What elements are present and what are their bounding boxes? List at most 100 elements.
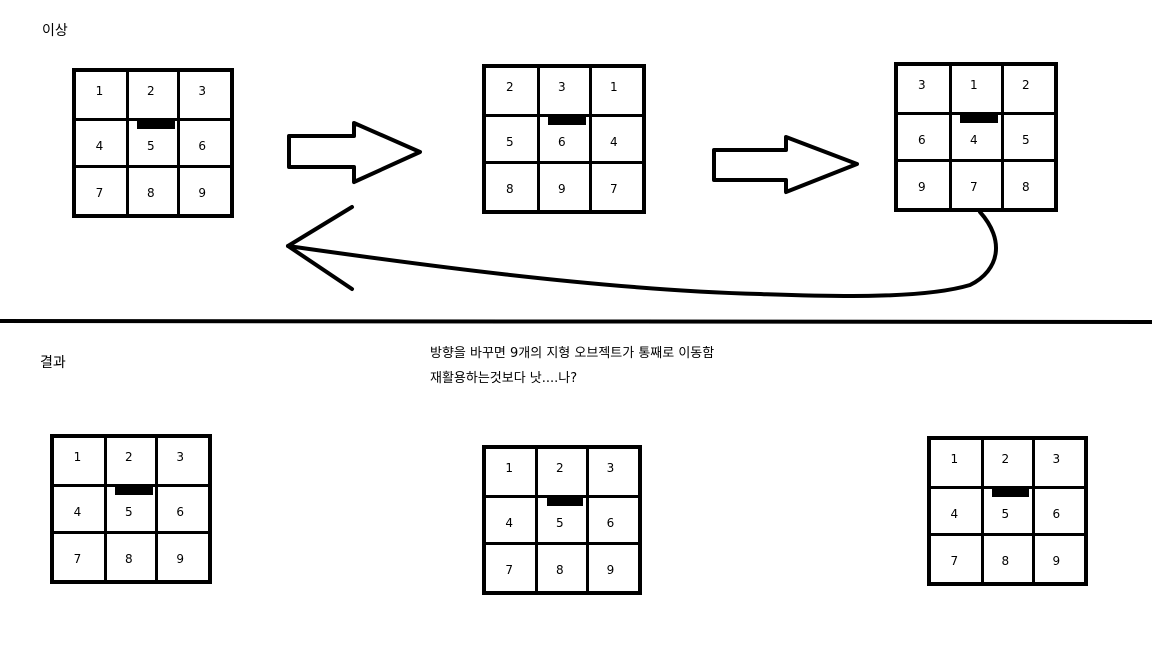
grid-cell-number: 1 <box>970 77 978 92</box>
return-arrow-head <box>286 205 354 291</box>
grid-cell-number: 3 <box>558 79 566 94</box>
grid-cell-number: 8 <box>125 552 133 567</box>
right-arrow-2 <box>712 135 859 194</box>
grid-cell-number: 9 <box>606 563 615 578</box>
grid-vertical-line <box>1000 66 1004 208</box>
return-arrow-curve <box>286 210 998 299</box>
grid-cell-number: 2 <box>125 449 133 464</box>
grid-vertical-line <box>948 66 952 208</box>
grid-cell-number: 6 <box>198 139 206 153</box>
grid-cell-number: 9 <box>176 552 184 567</box>
grid-vertical-line <box>1031 440 1035 582</box>
center-bar-marker <box>115 487 153 496</box>
grid-cell-number: 3 <box>606 460 615 475</box>
ideal-grid-2: 2 3 1 5 6 4 8 9 7 <box>482 64 646 214</box>
section-divider <box>0 319 1152 324</box>
ideal-label: 이상 <box>42 23 68 39</box>
grid-horizontal-line <box>486 113 642 117</box>
result-grid-2: 1 2 3 4 5 6 7 8 9 <box>482 445 642 595</box>
grid-cell-number: 9 <box>1052 554 1061 569</box>
grid-horizontal-line <box>898 111 1054 115</box>
grid-cell-number: 1 <box>73 449 82 464</box>
result-grid-3: 1 2 3 4 5 6 7 8 9 <box>927 436 1088 586</box>
grid-cell-number: 6 <box>558 135 566 149</box>
grid-cell-number: 7 <box>950 554 959 569</box>
grid-horizontal-line <box>931 533 1084 537</box>
grid-vertical-line <box>536 68 540 210</box>
grid-cell-number: 5 <box>1022 133 1030 147</box>
note-line-1: 방향을 바꾸면 9개의 지형 오브젝트가 통째로 이동함 <box>430 346 715 361</box>
grid-horizontal-line <box>486 494 638 498</box>
grid-vertical-line <box>125 72 129 214</box>
grid-cell-number: 8 <box>556 563 564 578</box>
grid-cell-number: 4 <box>950 507 959 521</box>
grid-cell-number: 6 <box>176 505 184 519</box>
grid-cell-number: 3 <box>1052 451 1061 466</box>
grid-cell-number: 1 <box>95 83 104 98</box>
grid-cell-number: 7 <box>95 186 104 201</box>
center-bar-marker <box>137 121 175 130</box>
grid-cell-number: 3 <box>198 83 206 98</box>
grid-horizontal-line <box>486 542 638 546</box>
center-bar-marker <box>546 498 584 507</box>
grid-cell-number: 2 <box>506 79 514 94</box>
grid-cell-number: 2 <box>556 460 564 475</box>
grid-horizontal-line <box>54 483 208 487</box>
grid-horizontal-line <box>486 161 642 165</box>
grid-cell-number: 7 <box>505 563 513 578</box>
grid-cell-number: 6 <box>606 516 615 530</box>
grid-vertical-line <box>588 68 592 210</box>
grid-vertical-line <box>980 440 984 582</box>
center-bar-marker <box>548 117 586 126</box>
result-label: 결과 <box>40 355 66 371</box>
grid-vertical-line <box>535 449 539 591</box>
grid-cell-number: 1 <box>610 79 618 94</box>
grid-horizontal-line <box>898 159 1054 163</box>
grid-vertical-line <box>155 438 159 580</box>
grid-cell-number: 8 <box>506 182 514 197</box>
center-bar-marker <box>992 489 1029 498</box>
grid-horizontal-line <box>76 165 230 169</box>
grid-horizontal-line <box>54 531 208 535</box>
grid-cell-number: 2 <box>147 83 155 98</box>
grid-cell-number: 7 <box>970 180 978 195</box>
grid-cell-number: 2 <box>1022 77 1030 92</box>
grid-cell-number: 3 <box>176 449 184 464</box>
grid-cell-number: 5 <box>556 516 564 530</box>
grid-cell-number: 5 <box>1001 507 1010 521</box>
right-arrow-1 <box>287 121 422 184</box>
grid-cell-number: 8 <box>1022 180 1030 195</box>
grid-vertical-line <box>177 72 181 214</box>
grid-cell-number: 5 <box>125 505 133 519</box>
grid-horizontal-line <box>76 117 230 121</box>
grid-cell-number: 4 <box>970 133 978 147</box>
grid-cell-number: 9 <box>558 182 566 197</box>
result-grid-1: 1 2 3 4 5 6 7 8 9 <box>50 434 212 584</box>
ideal-grid-1: 1 2 3 4 5 6 7 8 9 <box>72 68 234 218</box>
grid-cell-number: 7 <box>610 182 618 197</box>
grid-cell-number: 2 <box>1001 451 1010 466</box>
grid-cell-number: 3 <box>918 77 926 92</box>
grid-horizontal-line <box>931 485 1084 489</box>
grid-cell-number: 5 <box>147 139 155 153</box>
grid-cell-number: 4 <box>505 516 513 530</box>
grid-cell-number: 7 <box>73 552 82 567</box>
grid-cell-number: 8 <box>1001 554 1010 569</box>
grid-cell-number: 6 <box>1052 507 1061 521</box>
grid-cell-number: 9 <box>198 186 206 201</box>
center-bar-marker <box>960 115 998 124</box>
note-line-2: 재활용하는것보다 낫....나? <box>430 371 578 386</box>
grid-cell-number: 6 <box>918 133 926 147</box>
ideal-grid-3: 3 1 2 6 4 5 9 7 8 <box>894 62 1058 212</box>
grid-cell-number: 4 <box>95 139 104 153</box>
grid-cell-number: 1 <box>950 451 959 466</box>
grid-cell-number: 4 <box>73 505 82 519</box>
grid-cell-number: 1 <box>505 460 513 475</box>
grid-vertical-line <box>103 438 107 580</box>
grid-cell-number: 4 <box>610 135 618 149</box>
grid-cell-number: 8 <box>147 186 155 201</box>
grid-cell-number: 9 <box>918 180 926 195</box>
grid-vertical-line <box>585 449 589 591</box>
grid-cell-number: 5 <box>506 135 514 149</box>
